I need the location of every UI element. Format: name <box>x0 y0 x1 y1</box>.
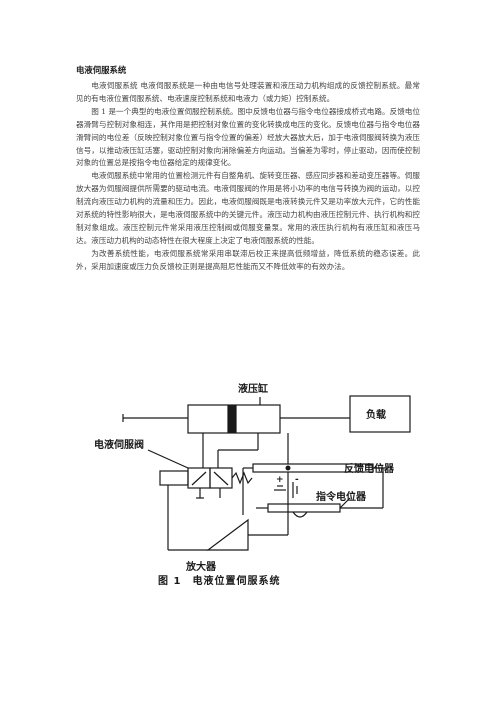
load-label: 负载 <box>366 408 386 421</box>
document-title: 电液伺服系统 <box>76 65 127 75</box>
servo-valve-label: 电液伺服阀 <box>94 438 144 451</box>
paragraph-4: 为改善系统性能，电液伺服系统常采用串联滞后校正来提高低频增益，降低系统的稳态误差… <box>76 248 420 271</box>
command-pot-label: 指令电位器 <box>316 490 367 503</box>
amplifier-triangle <box>206 518 249 551</box>
feedback-pot-label: 反馈电位器 <box>344 462 395 475</box>
battery-plus-label: + <box>276 475 284 485</box>
paragraph-1: 电液伺服系统 电液伺服系统是一种由电信号处理装置和液压动力机构组成的反馈控制系统… <box>76 81 420 103</box>
cylinder-label: 液压缸 <box>238 382 268 395</box>
command-resistor <box>267 503 341 513</box>
paragraph-3: 电液伺服系统中常用的位置检测元件有自整角机、旋转变压器、感应同步器和差动变压器等… <box>76 171 420 245</box>
document-body: 电液伺服系统 电液伺服系统 电液伺服系统是一种由电信号处理装置和液压动力机构组成… <box>76 64 420 274</box>
figure-caption: 图 1 电液位置伺服系统 <box>158 576 281 587</box>
cylinder-body <box>187 404 281 434</box>
load-box <box>349 395 411 433</box>
amplifier-label: 放大器 <box>185 560 217 573</box>
command-wiper <box>292 511 308 518</box>
paragraph-2: 图 1 是一个典型的电液位置伺服控制系统。图中反馈电位器与指令电位器接成桥式电路… <box>76 106 420 168</box>
diagram-svg: 液压缸 负载 电液伺服阀 反馈电位器 指令电位器 放大器 + - <box>94 382 411 573</box>
cylinder-piston <box>227 405 237 433</box>
battery-minus-label: - <box>295 475 299 485</box>
valve-actuator <box>159 470 189 486</box>
servo-system-diagram: 液压缸 负载 电液伺服阀 反馈电位器 指令电位器 放大器 + - <box>88 380 418 592</box>
